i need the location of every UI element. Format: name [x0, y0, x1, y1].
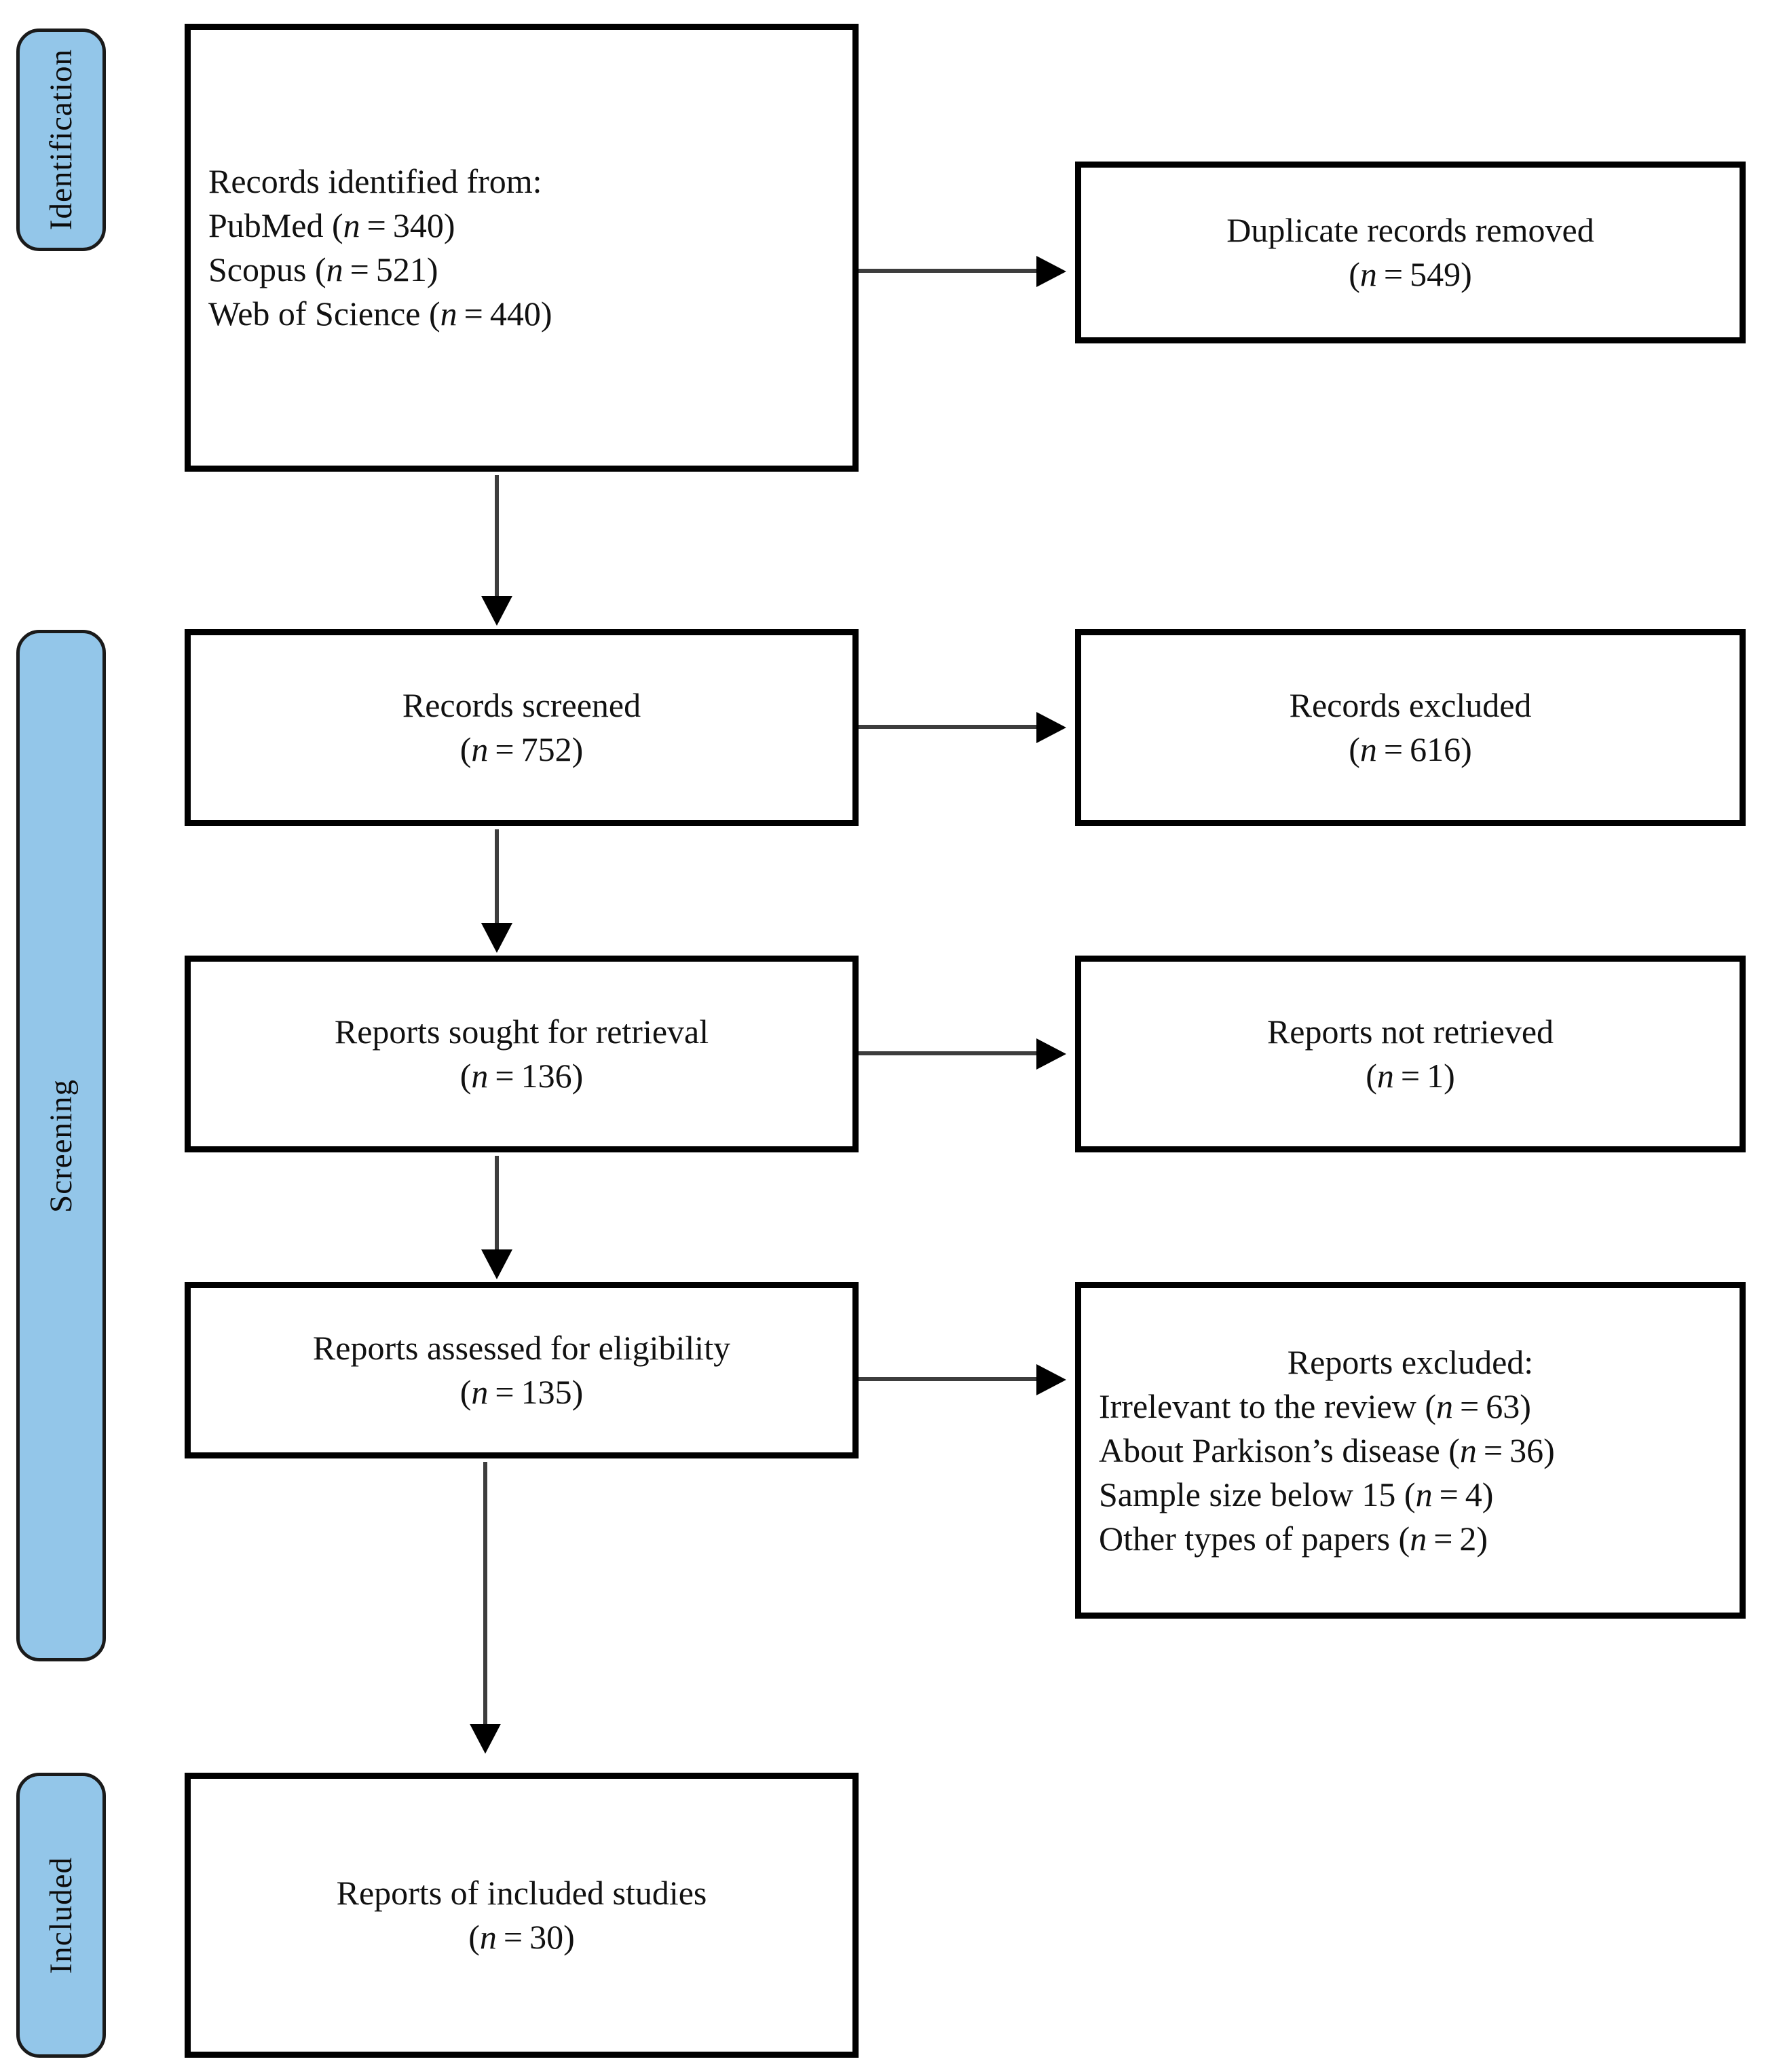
included-studies-content: Reports of included studies (n = 30)	[191, 1871, 852, 1959]
reports-sought-count: (n = 136)	[459, 1057, 584, 1095]
records-screened-count: (n = 752)	[459, 730, 584, 768]
box-reports-sought: Reports sought for retrieval (n = 136)	[185, 956, 859, 1152]
duplicate-records-content: Duplicate records removed (n = 549)	[1081, 208, 1740, 297]
box-duplicate-records-removed: Duplicate records removed (n = 549)	[1075, 162, 1746, 343]
records-excluded-label: Records excluded	[1289, 686, 1532, 724]
reports-assessed-label: Reports assessed for eligibility	[312, 1329, 731, 1367]
records-identified-content: Records identified from: PubMed (n = 340…	[191, 159, 852, 336]
reason-2-text: About Parkison’s disease	[1099, 1431, 1440, 1469]
records-identified-source-scopus: Scopus (n = 521)	[208, 250, 438, 288]
duplicate-records-count: (n = 549)	[1349, 255, 1472, 293]
included-studies-label: Reports of included studies	[336, 1874, 707, 1912]
box-records-screened: Records screened (n = 752)	[185, 629, 859, 826]
reports-sought-label: Reports sought for retrieval	[334, 1013, 709, 1051]
records-identified-heading: Records identified from:	[208, 162, 542, 200]
reason-1-count: (n = 63)	[1425, 1387, 1531, 1425]
box-included-studies: Reports of included studies (n = 30)	[185, 1773, 859, 2058]
records-screened-label: Records screened	[402, 686, 641, 724]
phase-label-included: Included	[43, 1856, 79, 1974]
reports-sought-content: Reports sought for retrieval (n = 136)	[191, 1010, 852, 1098]
reports-not-retrieved-count: (n = 1)	[1366, 1057, 1455, 1095]
box-reports-assessed: Reports assessed for eligibility (n = 13…	[185, 1282, 859, 1458]
records-excluded-content: Records excluded (n = 616)	[1081, 683, 1740, 772]
reports-not-retrieved-content: Reports not retrieved (n = 1)	[1081, 1010, 1740, 1098]
reason-2-count: (n = 36)	[1448, 1431, 1555, 1469]
phase-pill-identification: Identification	[16, 29, 106, 251]
phase-label-identification: Identification	[43, 49, 79, 231]
box-records-identified: Records identified from: PubMed (n = 340…	[185, 24, 859, 472]
records-identified-source-pubmed: PubMed (n = 340)	[208, 206, 455, 244]
reports-excluded-reason-3: Sample size below 15 (n = 4)	[1099, 1473, 1493, 1517]
reports-excluded-reason-4: Other types of papers (n = 2)	[1099, 1517, 1488, 1561]
reports-excluded-reason-1: Irrelevant to the review (n = 63)	[1099, 1385, 1531, 1429]
reason-4-text: Other types of papers	[1099, 1519, 1391, 1558]
reports-assessed-content: Reports assessed for eligibility (n = 13…	[191, 1326, 852, 1414]
reports-assessed-count: (n = 135)	[459, 1373, 584, 1411]
box-reports-not-retrieved: Reports not retrieved (n = 1)	[1075, 956, 1746, 1152]
duplicate-records-label: Duplicate records removed	[1226, 211, 1594, 249]
records-screened-content: Records screened (n = 752)	[191, 683, 852, 772]
box-reports-excluded: Reports excluded: Irrelevant to the revi…	[1075, 1282, 1746, 1619]
records-excluded-count: (n = 616)	[1349, 730, 1472, 768]
included-studies-count: (n = 30)	[468, 1918, 575, 1956]
reason-4-count: (n = 2)	[1398, 1519, 1488, 1558]
phase-pill-included: Included	[16, 1773, 106, 2058]
reports-not-retrieved-label: Reports not retrieved	[1266, 1013, 1554, 1051]
phase-label-screening: Screening	[43, 1078, 79, 1213]
phase-pill-screening: Screening	[16, 630, 106, 1661]
reports-excluded-content: Reports excluded: Irrelevant to the revi…	[1081, 1340, 1740, 1561]
reports-excluded-heading: Reports excluded:	[1287, 1342, 1534, 1381]
reason-1-text: Irrelevant to the review	[1099, 1387, 1416, 1425]
reason-3-text: Sample size below 15	[1099, 1475, 1396, 1513]
reports-excluded-reason-2: About Parkison’s disease (n = 36)	[1099, 1429, 1555, 1473]
reason-3-count: (n = 4)	[1404, 1475, 1494, 1513]
box-records-excluded: Records excluded (n = 616)	[1075, 629, 1746, 826]
records-identified-source-wos: Web of Science (n = 440)	[208, 295, 552, 333]
